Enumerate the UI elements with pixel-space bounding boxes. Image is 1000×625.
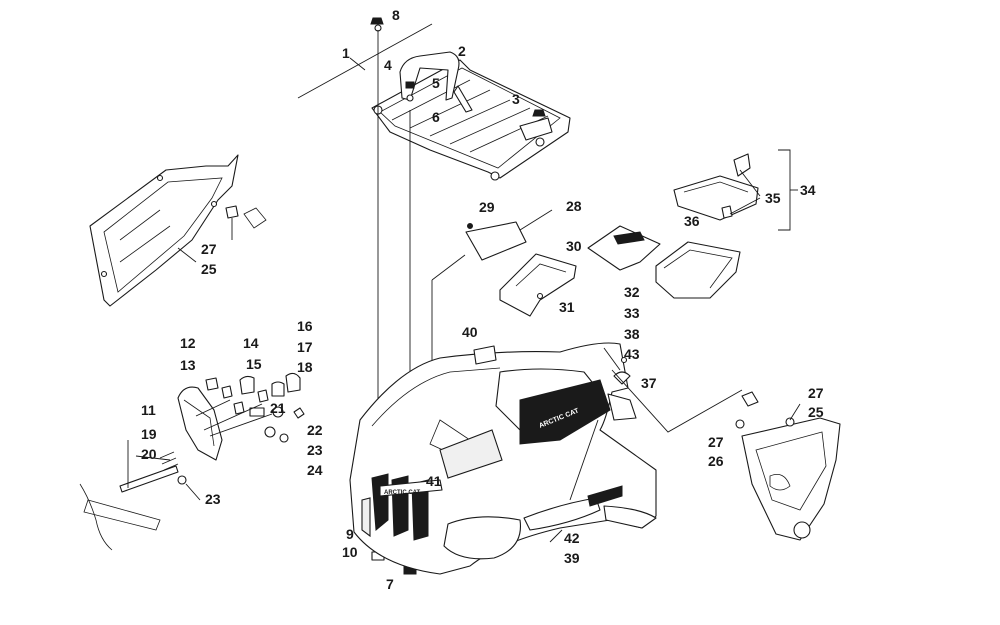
- callout-42: 42: [564, 530, 580, 546]
- callout-1: 1: [342, 45, 350, 61]
- callout-39: 39: [564, 550, 580, 566]
- left-side-panel: [89, 154, 267, 307]
- callout-32: 32: [624, 284, 640, 300]
- callout-30: 30: [566, 238, 582, 254]
- callout-3: 3: [512, 91, 520, 107]
- tank-cover: [673, 149, 798, 231]
- callout-33: 33: [624, 305, 640, 321]
- headlight-assembly: [79, 372, 305, 551]
- callout-27-right-top: 27: [808, 385, 824, 401]
- callout-43: 43: [624, 346, 640, 362]
- callout-12: 12: [180, 335, 196, 351]
- callout-40: 40: [462, 324, 478, 340]
- callout-8: 8: [392, 7, 400, 23]
- callout-21: 21: [270, 400, 286, 416]
- callout-27-left: 27: [201, 241, 217, 257]
- callout-19: 19: [141, 426, 157, 442]
- callout-11: 11: [141, 402, 156, 418]
- callout-26: 26: [708, 453, 724, 469]
- right-side-panel: [611, 369, 841, 541]
- small-decals: [473, 345, 631, 385]
- callout-34: 34: [800, 182, 816, 198]
- callout-20: 20: [141, 446, 157, 462]
- callout-16: 16: [297, 318, 313, 334]
- callout-18: 18: [297, 359, 313, 375]
- callout-31: 31: [559, 299, 575, 315]
- callout-24: 24: [307, 462, 323, 478]
- callout-5: 5: [432, 75, 440, 91]
- callout-labels: 1 2 3 4 5 6 7 8 9 10 11 12 13 14 15 16 1…: [141, 7, 824, 592]
- center-pieces: [465, 209, 577, 317]
- callout-37: 37: [641, 375, 657, 391]
- callout-28: 28: [566, 198, 582, 214]
- callout-17: 17: [297, 339, 313, 355]
- callout-41: 41: [426, 473, 442, 489]
- callout-22: 22: [307, 422, 323, 438]
- callout-10: 10: [342, 544, 358, 560]
- rack-hardware: [370, 17, 546, 117]
- callout-25-left: 25: [201, 261, 217, 277]
- callout-23-right: 23: [307, 442, 323, 458]
- callout-35: 35: [765, 190, 781, 206]
- callout-25-right: 25: [808, 404, 824, 420]
- callout-27-right-mid: 27: [708, 434, 724, 450]
- hood-logo-text: ARCTIC CAT: [384, 490, 421, 496]
- callout-36: 36: [684, 213, 700, 229]
- front-body-hood: ARCTIC CAT ARCTIC CAT: [349, 342, 657, 575]
- callout-23-bottom: 23: [205, 491, 221, 507]
- callout-6: 6: [432, 109, 440, 125]
- callout-15: 15: [246, 356, 262, 372]
- callout-2: 2: [458, 43, 466, 59]
- storage-pieces: [587, 225, 741, 299]
- callout-13: 13: [180, 357, 196, 373]
- front-rack: [297, 23, 571, 181]
- callout-9: 9: [346, 526, 354, 542]
- callout-14: 14: [243, 335, 259, 351]
- callout-29: 29: [479, 199, 495, 215]
- callout-7: 7: [386, 576, 394, 592]
- leader-29-panel: [431, 254, 466, 281]
- callout-38: 38: [624, 326, 640, 342]
- callout-4: 4: [384, 57, 392, 73]
